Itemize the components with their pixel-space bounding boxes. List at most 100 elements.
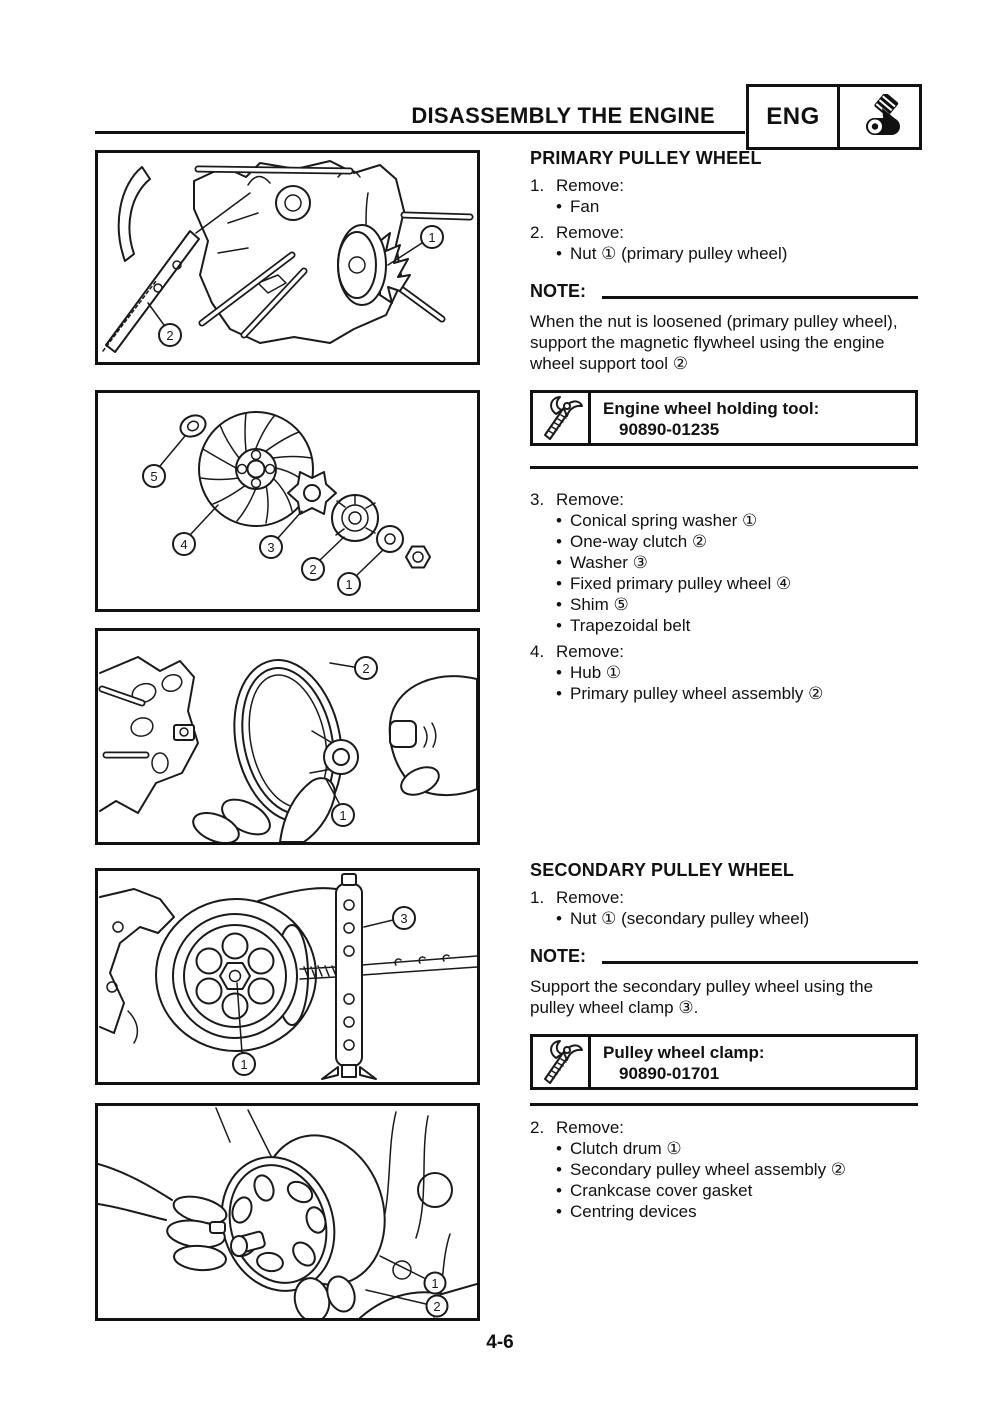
- bullet-text: Clutch drum ①: [570, 1139, 682, 1158]
- bullet-item: Trapezoidal belt: [530, 615, 918, 636]
- note-text: Support the secondary pulley wheel using…: [530, 977, 874, 1017]
- tool-box: Pulley wheel clamp: 90890-01701: [530, 1034, 918, 1090]
- bullet-text: Primary pulley wheel assembly ②: [570, 684, 824, 703]
- bullet-text: Secondary pulley wheel assembly ②: [570, 1160, 847, 1179]
- figure-primary-pulley-exploded-view: 5 4 3 2: [95, 390, 480, 612]
- figure-engine-with-holding-tool: 2 1: [95, 150, 480, 365]
- figure-callout: 5: [150, 469, 157, 484]
- section-primary-pulley-wheel: PRIMARY PULLEY WHEEL 1. Remove: Fan 2. Rem…: [530, 148, 918, 704]
- note-header: NOTE:: [530, 281, 918, 302]
- bullet-text: Fixed primary pulley wheel ④: [570, 574, 792, 593]
- step-action: Remove:: [556, 490, 625, 509]
- section-heading: PRIMARY PULLEY WHEEL: [530, 148, 762, 168]
- figure-clutch-drum-removal-by-hand: 1 2: [95, 1103, 480, 1321]
- bullet-list: Hub ① Primary pulley wheel assembly ②: [530, 662, 918, 704]
- bullet-item: Shim ⑤: [530, 594, 918, 615]
- note-closing-rule: [530, 1103, 918, 1106]
- holding-tool-icon: [533, 393, 591, 443]
- note-header: NOTE:: [530, 946, 918, 967]
- steps-after-note: 3. Remove: Conical spring washer ① One-wa…: [530, 489, 918, 704]
- section-heading: SECONDARY PULLEY WHEEL: [530, 860, 795, 880]
- step: 1. Remove: Fan: [530, 175, 918, 217]
- tool-text: Pulley wheel clamp: 90890-01701: [591, 1037, 765, 1087]
- step: 3. Remove: Conical spring washer ① One-wa…: [530, 489, 918, 636]
- step-number: 2.: [530, 1118, 545, 1137]
- tool-number: 90890-01701: [619, 1064, 720, 1083]
- tool-title: Engine wheel holding tool:: [603, 399, 820, 418]
- step-number: 4.: [530, 642, 545, 661]
- note-rule: [602, 296, 918, 299]
- note-closing-rule: [530, 466, 918, 469]
- bullet-list: Conical spring washer ① One-way clutch ②…: [530, 510, 918, 636]
- note-label: NOTE:: [530, 281, 586, 301]
- bullet-item: One-way clutch ②: [530, 531, 918, 552]
- tool-text: Engine wheel holding tool: 90890-01235: [591, 393, 819, 443]
- step-number: 2.: [530, 223, 545, 242]
- step-action: Remove:: [556, 223, 625, 242]
- step: 2. Remove: Nut ① (primary pulley wheel): [530, 222, 918, 264]
- language-badge: ENG: [746, 84, 922, 150]
- tool-box: Engine wheel holding tool: 90890-01235: [530, 390, 918, 446]
- figure-callout: 2: [433, 1299, 440, 1314]
- note-rule: [602, 961, 918, 964]
- figure-callout: 1: [431, 1276, 438, 1291]
- figure-callout: 1: [428, 230, 435, 245]
- bullet-list: Nut ① (secondary pulley wheel): [530, 908, 918, 929]
- bullet-text: Trapezoidal belt: [570, 616, 691, 635]
- step: 1.Remove: Nut ① (secondary pulley wheel): [530, 887, 918, 929]
- bullet-list: Clutch drum ① Secondary pulley wheel ass…: [530, 1138, 918, 1222]
- bullet-text: Fan: [570, 197, 600, 216]
- figure-callout: 3: [400, 911, 407, 926]
- step: 2. Remove: Clutch drum ① Secondary pulley…: [530, 1117, 918, 1222]
- figure-secondary-pulley-with-clamp: 3 1: [95, 868, 480, 1085]
- bullet-item: Crankcase cover gasket: [530, 1180, 918, 1201]
- step-number: 1.: [530, 176, 545, 195]
- bullet-text: Conical spring washer ①: [570, 511, 758, 530]
- clamp-tool-icon: [533, 1037, 591, 1087]
- step-action: Remove:: [556, 642, 625, 661]
- engine-icon: [840, 87, 919, 147]
- step-action: Remove:: [556, 176, 625, 195]
- bullet-item: Conical spring washer ①: [530, 510, 918, 531]
- bullet-text: Washer ③: [570, 553, 648, 572]
- bullet-item: Primary pulley wheel assembly ②: [530, 683, 918, 704]
- bullet-item: Fan: [530, 196, 918, 217]
- step-action: Remove:: [556, 888, 625, 907]
- section-secondary-pulley-wheel: SECONDARY PULLEY WHEEL 1.Remove: Nut ① (…: [530, 860, 918, 1222]
- bullet-item: Clutch drum ①: [530, 1138, 918, 1159]
- step-action: Remove:: [556, 1118, 625, 1137]
- bullet-item: Washer ③: [530, 552, 918, 573]
- bullet-text: Nut ① (secondary pulley wheel): [570, 909, 810, 928]
- page-number: 4-6: [486, 1332, 514, 1353]
- note-label: NOTE:: [530, 946, 586, 966]
- tool-title: Pulley wheel clamp:: [603, 1043, 765, 1062]
- bullet-text: Centring devices: [570, 1202, 697, 1221]
- step-number: 3.: [530, 490, 545, 509]
- figure-callout: 2: [309, 562, 316, 577]
- bullet-item: Fixed primary pulley wheel ④: [530, 573, 918, 594]
- bullet-text: Hub ①: [570, 663, 622, 682]
- figure-callout: 2: [166, 328, 173, 343]
- bullet-list: Nut ① (primary pulley wheel): [530, 243, 918, 264]
- bullet-text: Nut ① (primary pulley wheel): [570, 244, 788, 263]
- bullet-text: Shim ⑤: [570, 595, 629, 614]
- page-title: DISASSEMBLY THE ENGINE: [411, 103, 715, 128]
- step: 4. Remove: Hub ① Primary pulley wheel ass…: [530, 641, 918, 704]
- bullet-text: One-way clutch ②: [570, 532, 708, 551]
- bullet-list: Fan: [530, 196, 918, 217]
- figure-callout: 1: [339, 808, 346, 823]
- bullet-item: Nut ① (primary pulley wheel): [530, 243, 918, 264]
- figure-callout: 1: [345, 577, 352, 592]
- bullet-text: Crankcase cover gasket: [570, 1181, 753, 1200]
- figure-callout: 3: [267, 540, 274, 555]
- bullet-item: Centring devices: [530, 1201, 918, 1222]
- note-text: When the nut is loosened (primary pulley…: [530, 312, 898, 373]
- bullet-item: Hub ①: [530, 662, 918, 683]
- figure-callout: 4: [180, 537, 187, 552]
- tool-number: 90890-01235: [619, 420, 720, 439]
- figure-callout: 2: [362, 661, 369, 676]
- figure-primary-pulley-removal-by-hand: 2 1: [95, 628, 480, 845]
- bullet-item: Secondary pulley wheel assembly ②: [530, 1159, 918, 1180]
- steps-after-note: 2. Remove: Clutch drum ① Secondary pulley…: [530, 1117, 918, 1222]
